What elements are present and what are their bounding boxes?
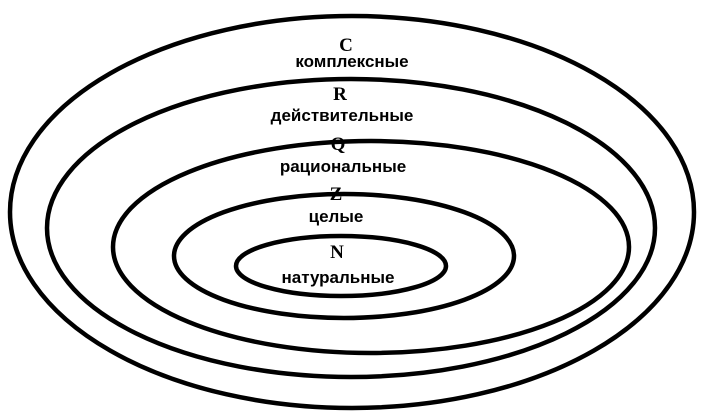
set-rational-symbol: Q — [331, 134, 346, 155]
set-rational-label: рациональные — [280, 157, 406, 176]
set-real: R действительные — [44, 76, 658, 380]
set-real-label: действительные — [271, 106, 414, 125]
set-rational-ellipse — [110, 138, 632, 356]
set-integer-ellipse — [171, 191, 517, 321]
set-rational: Q рациональные — [110, 134, 632, 356]
set-integer-label: целые — [309, 207, 364, 226]
set-complex-symbol: C — [339, 35, 353, 56]
set-integer-symbol: Z — [330, 184, 343, 205]
set-real-symbol: R — [333, 84, 347, 105]
set-complex: C комплексные — [7, 13, 697, 411]
set-integer: Z целые — [171, 184, 517, 321]
set-complex-ellipse — [7, 13, 697, 411]
set-natural-ellipse — [233, 233, 449, 299]
set-natural-label: натуральные — [281, 268, 394, 287]
set-complex-label: комплексные — [295, 52, 408, 71]
set-natural: N натуральные — [233, 233, 449, 299]
set-real-ellipse — [44, 76, 658, 380]
set-natural-symbol: N — [330, 242, 344, 263]
